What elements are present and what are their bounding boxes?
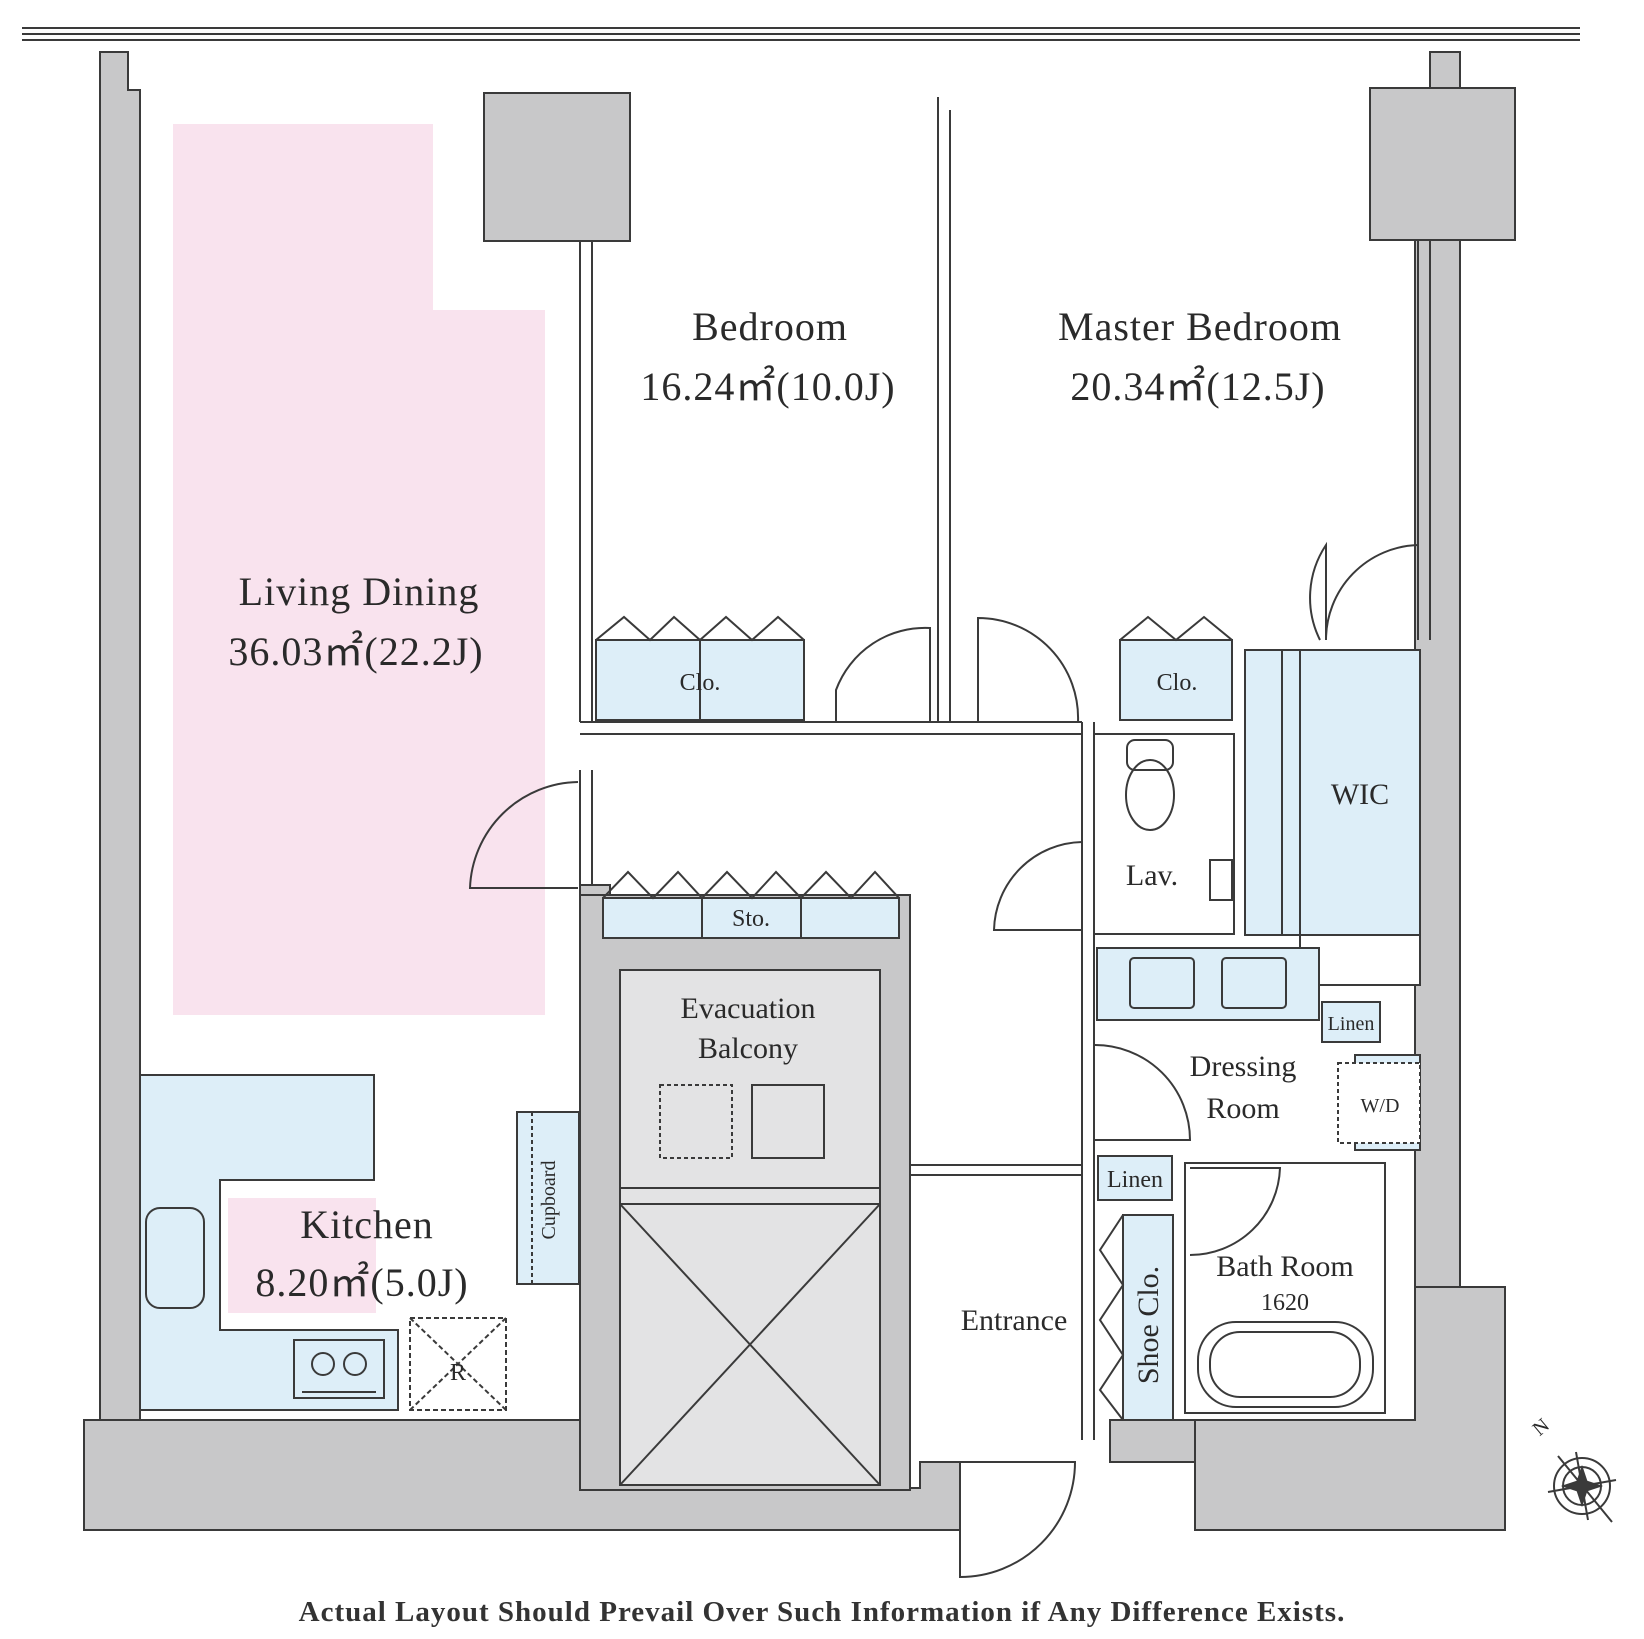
wic-label: WIC — [1331, 778, 1389, 811]
dressing-line2: Room — [1206, 1092, 1279, 1125]
bedroom-name: Bedroom — [692, 304, 848, 349]
shoe-closet-label: Shoe Clo. — [1132, 1266, 1165, 1384]
cupboard-label: Cupboard — [538, 1161, 560, 1240]
evacuation-line2: Balcony — [698, 1032, 798, 1065]
master-closet — [1119, 639, 1233, 721]
evacuation-line1: Evacuation — [681, 992, 816, 1025]
entrance-name: Entrance — [961, 1304, 1068, 1337]
storage-label: Sto. — [732, 906, 770, 932]
kitchen-area: 8.20㎡(5.0J) — [255, 1260, 468, 1305]
bath-name: Bath Room — [1216, 1250, 1354, 1283]
lavatory — [1093, 733, 1235, 935]
kitchen-highlight — [228, 1198, 376, 1313]
doors — [468, 541, 1419, 1579]
cupboard — [516, 1111, 580, 1285]
living-dining-area — [173, 124, 545, 1015]
master-closet-label: Clo. — [1157, 670, 1198, 696]
wd-label: W/D — [1361, 1095, 1400, 1117]
master-area: 20.34㎡(12.5J) — [1070, 364, 1325, 409]
fridge-label: R — [450, 1360, 466, 1386]
living-name: Living Dining — [239, 569, 480, 614]
interior-walls — [579, 97, 1431, 1440]
evacuation-balcony — [619, 969, 881, 1486]
linen-bottom-label: Linen — [1107, 1167, 1163, 1193]
linen-bottom — [1097, 1155, 1173, 1201]
bedroom-area: 16.24㎡(10.0J) — [640, 364, 895, 409]
exterior-window-frame — [22, 27, 1580, 41]
living-area: 36.03㎡(22.2J) — [228, 629, 483, 674]
linen-top-label: Linen — [1328, 1013, 1375, 1035]
disclaimer-text: Actual Layout Should Prevail Over Such I… — [298, 1596, 1346, 1628]
column-right — [1369, 87, 1516, 241]
column-left — [483, 92, 631, 242]
outer-walls — [83, 51, 1506, 1531]
linen-top — [1321, 1001, 1381, 1043]
master-name: Master Bedroom — [1058, 304, 1342, 349]
fridge — [409, 1317, 507, 1411]
dressing-line1: Dressing — [1190, 1050, 1297, 1083]
room-labels: Bedroom 16.24㎡(10.0J) Master Bedroom 20.… — [228, 304, 1553, 1440]
kitchen-sink — [145, 1207, 205, 1309]
bathtub — [1197, 1321, 1374, 1408]
compass-icon — [1547, 1451, 1617, 1523]
bath-room — [1184, 1162, 1386, 1414]
wic — [1244, 649, 1421, 936]
bath-size: 1620 — [1261, 1290, 1309, 1316]
bedroom-closet-label: Clo. — [680, 670, 721, 696]
shoe-closet — [1122, 1214, 1174, 1421]
kitchen-counter — [139, 1074, 399, 1411]
cooktop — [293, 1339, 385, 1399]
lav-label: Lav. — [1126, 859, 1178, 892]
compass-letter: N — [1529, 1414, 1554, 1440]
kitchen-name: Kitchen — [300, 1202, 434, 1247]
